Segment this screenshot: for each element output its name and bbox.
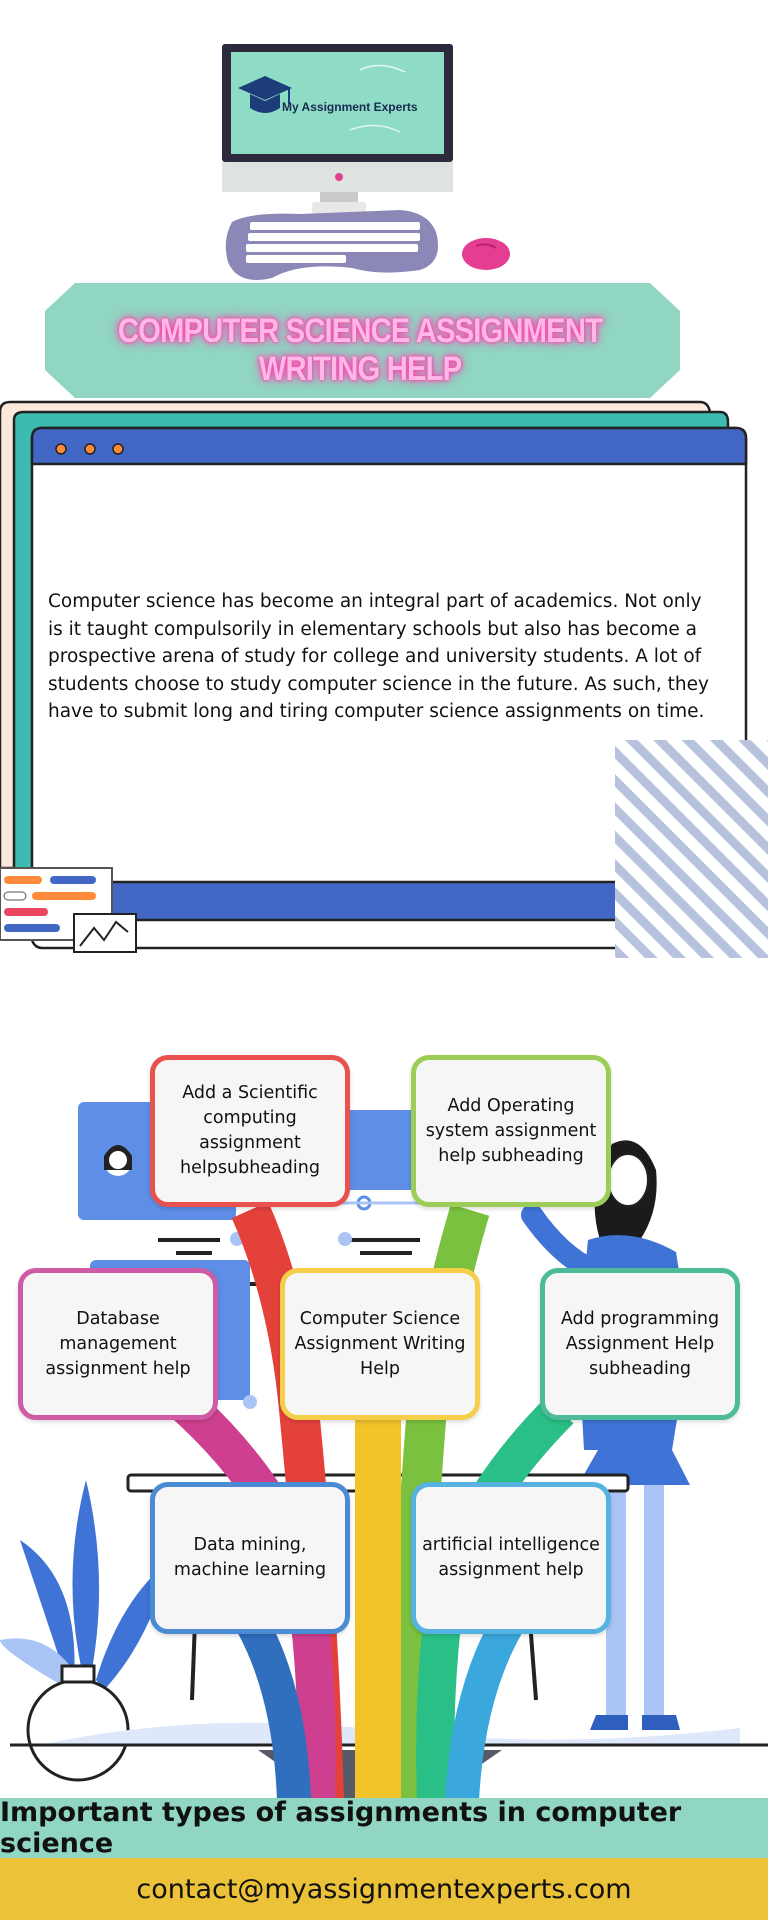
mouse-icon: [462, 238, 510, 270]
card-data-mining: Data mining, machine learning: [150, 1482, 350, 1634]
card-programming: Add programming Assignment Help subheadi…: [540, 1268, 740, 1420]
graduation-cap-icon: [238, 76, 292, 113]
assignment-types-illustration: [0, 1102, 768, 1801]
window-dot-icon: [112, 443, 124, 455]
footer-title-bar: Important types of assignments in comput…: [0, 1797, 768, 1859]
card-database-management: Database management assignment help: [18, 1268, 218, 1420]
window-dot-icon: [84, 443, 96, 455]
card-artificial-intelligence: artificial intelligence assignment help: [411, 1482, 611, 1634]
window-dot-icon: [55, 443, 67, 455]
card-label: Add Operating system assignment help sub…: [425, 1095, 597, 1166]
contact-email: contact@myassignmentexperts.com: [136, 1873, 632, 1905]
card-label: Database management assignment help: [45, 1308, 191, 1379]
striped-decoration: [615, 740, 768, 958]
card-operating-system: Add Operating system assignment help sub…: [411, 1055, 611, 1207]
card-label: artificial intelligence assignment help: [422, 1535, 600, 1580]
code-panel-icon: [0, 867, 137, 953]
keyboard-keys: [246, 222, 420, 263]
logo-text: My Assignment Experts: [282, 100, 418, 114]
card-label: Add a Scientific computing assignment he…: [180, 1083, 320, 1178]
avatar-icon: [104, 1145, 132, 1176]
card-label: Computer Science Assignment Writing Help: [294, 1308, 466, 1379]
card-label: Add programming Assignment Help subheadi…: [560, 1308, 720, 1379]
footer-contact-bar: contact@myassignmentexperts.com: [0, 1858, 768, 1920]
title-banner: [45, 283, 680, 398]
computer-illustration: [222, 44, 510, 280]
browser-window-illustration: [0, 400, 768, 958]
intro-paragraph: Computer science has become an integral …: [48, 591, 709, 722]
page-title: COMPUTER SCIENCE ASSIGNMENT WRITING HELP: [117, 312, 603, 388]
browser-titlebar: [30, 426, 748, 466]
card-label: Data mining, machine learning: [173, 1535, 327, 1580]
card-scientific-computing: Add a Scientific computing assignment he…: [150, 1055, 350, 1207]
footer-title: Important types of assignments in comput…: [0, 1797, 682, 1859]
card-computer-science-help: Computer Science Assignment Writing Help: [280, 1268, 480, 1420]
